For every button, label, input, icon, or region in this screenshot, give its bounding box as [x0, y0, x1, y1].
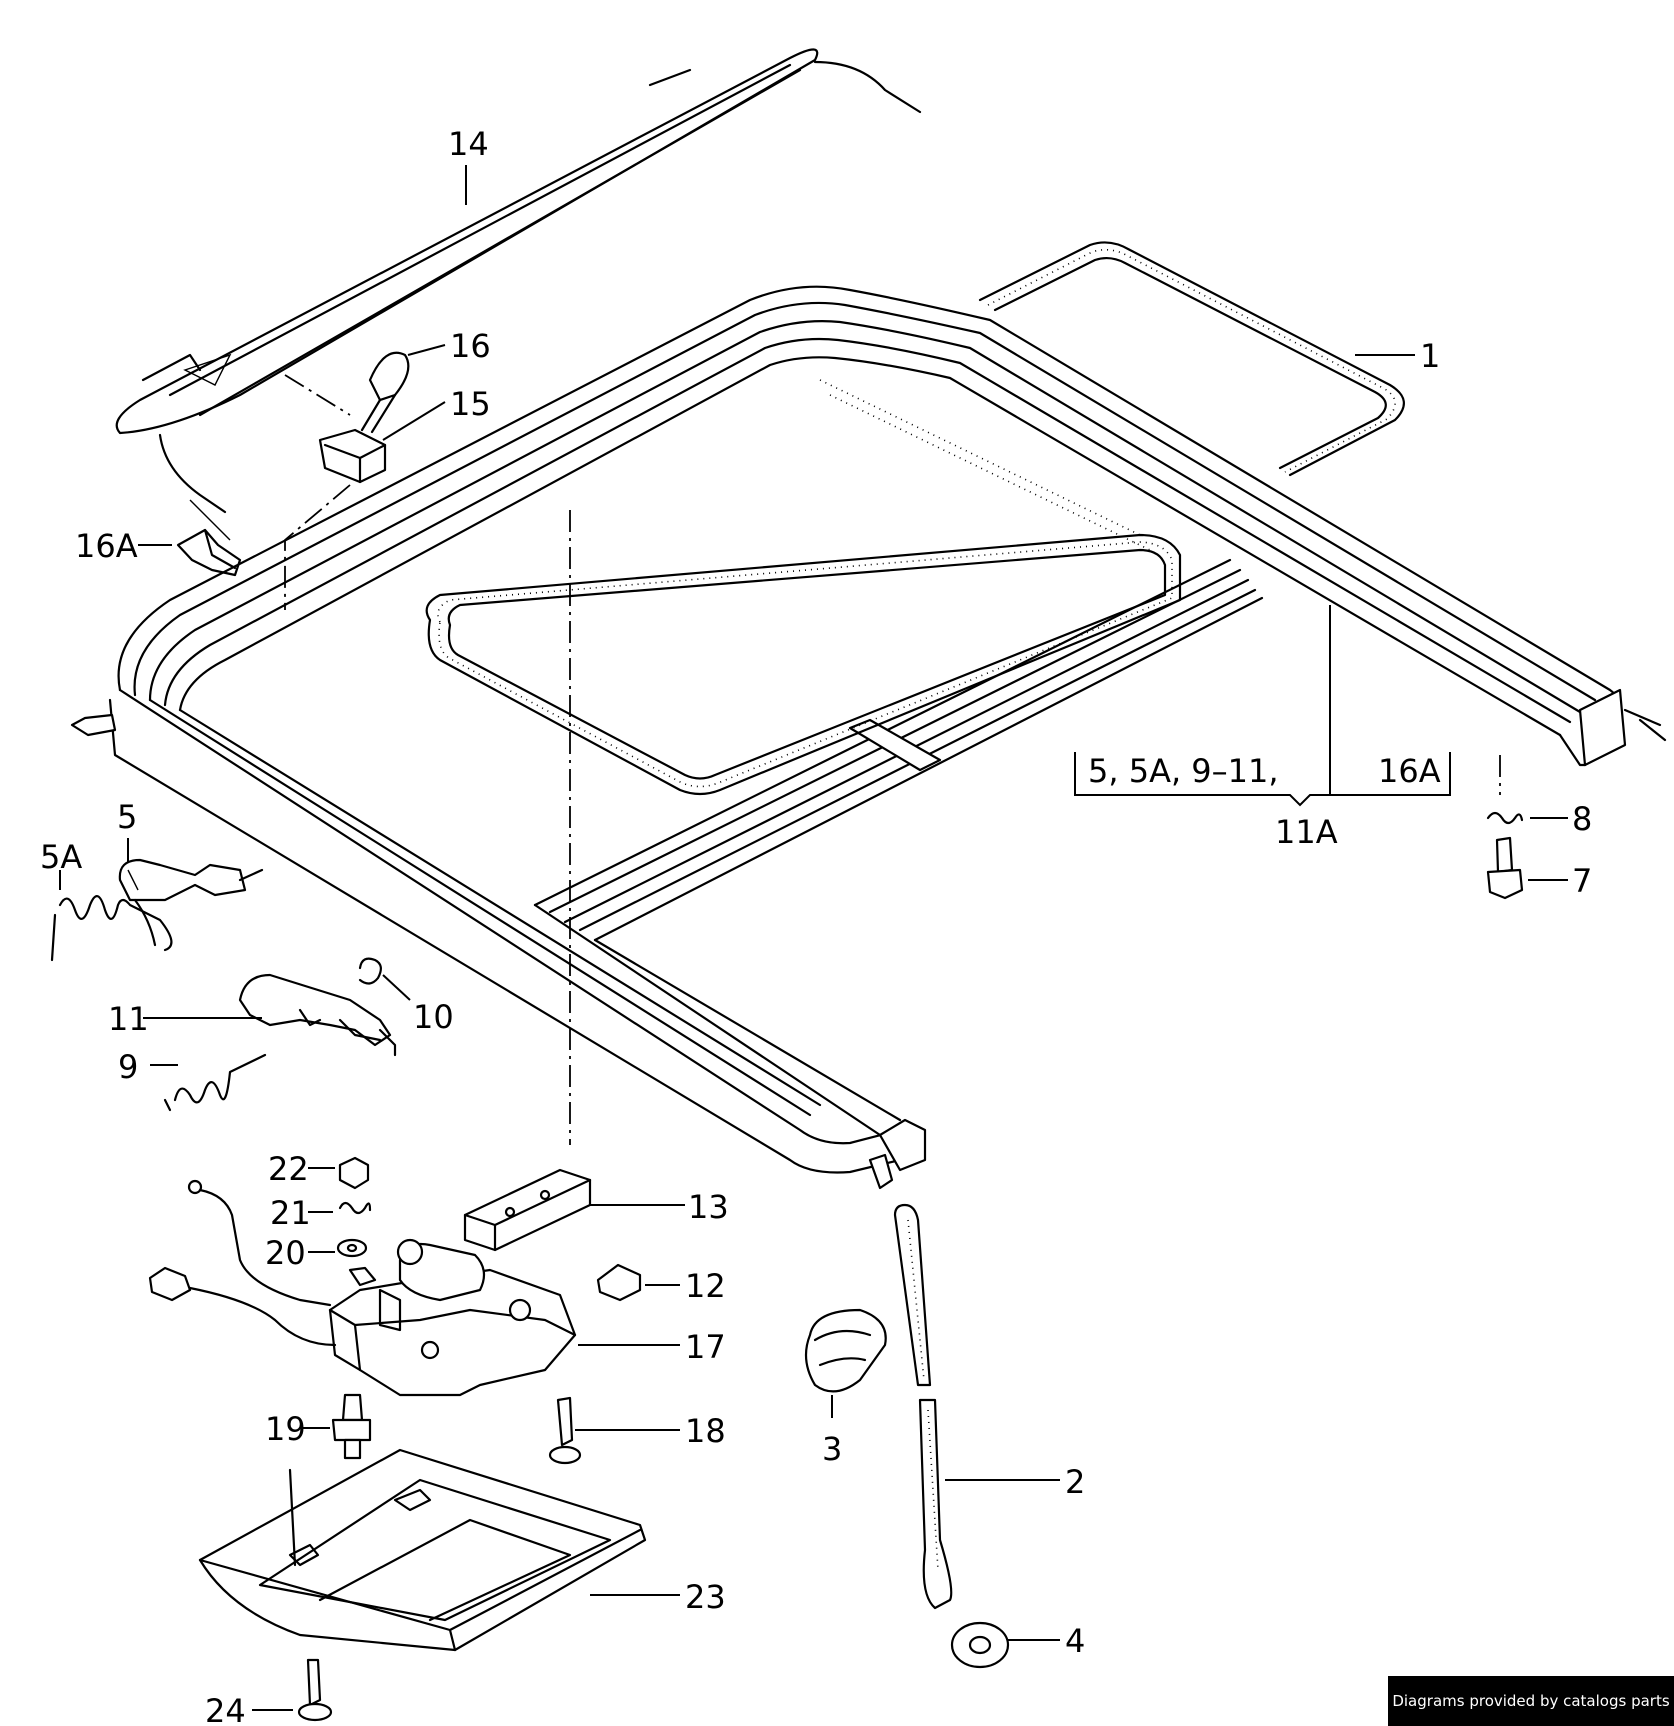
sunroof-main-frame	[70, 285, 1667, 1190]
callout-17: 17	[685, 1328, 726, 1366]
callout-21: 21	[270, 1194, 311, 1232]
washer-20	[336, 1238, 368, 1258]
screw-24	[297, 1658, 333, 1722]
diagram-credit: Diagrams provided by catalogs parts	[1388, 1676, 1674, 1726]
nut-clip-12	[596, 1263, 642, 1302]
stud-19	[331, 1393, 372, 1460]
callout-10: 10	[413, 998, 454, 1036]
kit-label-11a: 11A	[1275, 813, 1338, 851]
callout-2: 2	[1065, 1463, 1085, 1501]
cover-tray-23	[198, 1448, 647, 1652]
nut-22	[338, 1156, 370, 1190]
spring-9	[163, 1053, 267, 1112]
callout-16a: 16A	[75, 527, 138, 565]
kit-contents-label: 5, 5A, 9–11,	[1088, 752, 1279, 790]
lever-5	[118, 858, 264, 947]
kit-contents-end-label: 16A	[1378, 752, 1441, 790]
callout-14: 14	[448, 125, 489, 163]
drain-hose-2	[893, 1203, 953, 1610]
grommet-4	[950, 1621, 1010, 1669]
sunshade-panel	[115, 48, 922, 541]
leader-lines	[59, 165, 1568, 1711]
clip-10	[358, 957, 382, 985]
callout-24: 24	[205, 1692, 246, 1726]
arm-11	[238, 973, 397, 1057]
callout-1: 1	[1420, 337, 1440, 375]
callout-3: 3	[822, 1430, 842, 1468]
hose-clip-3	[804, 1308, 887, 1393]
callout-4: 4	[1065, 1622, 1085, 1660]
inner-opening-seal	[425, 379, 1182, 796]
callout-16: 16	[450, 327, 491, 365]
knob-16	[360, 351, 410, 434]
callout-20: 20	[265, 1234, 306, 1272]
callout-5a: 5A	[40, 838, 82, 876]
callout-labels: 14 16 15 16A 1 8 7 5 5A 10 11 9 22 21 20…	[40, 125, 1592, 1726]
washer-8	[1486, 811, 1524, 825]
motor-assembly-17	[328, 1238, 577, 1397]
spring-5a	[50, 895, 173, 962]
guide-block-15	[318, 428, 387, 484]
bolt-7	[1486, 836, 1524, 900]
callout-18: 18	[685, 1412, 726, 1450]
pad-13	[463, 1168, 592, 1252]
callout-5: 5	[117, 798, 137, 836]
spring-washer-21	[338, 1201, 372, 1215]
wiring-harness	[148, 1179, 337, 1347]
callout-9: 9	[118, 1048, 138, 1086]
clip-16a	[176, 528, 242, 577]
callout-22: 22	[268, 1150, 309, 1188]
callout-8: 8	[1572, 800, 1592, 838]
screw-18	[548, 1396, 582, 1465]
seal-frame-1	[978, 241, 1405, 477]
callout-12: 12	[685, 1267, 726, 1305]
callout-7: 7	[1572, 862, 1592, 900]
callout-15: 15	[450, 385, 491, 423]
mounting-axis-knob	[284, 374, 351, 610]
kit-bracket	[1074, 752, 1451, 807]
callout-19: 19	[265, 1410, 306, 1448]
callout-13: 13	[688, 1188, 729, 1226]
callout-23: 23	[685, 1578, 726, 1616]
callout-11: 11	[108, 1000, 149, 1038]
